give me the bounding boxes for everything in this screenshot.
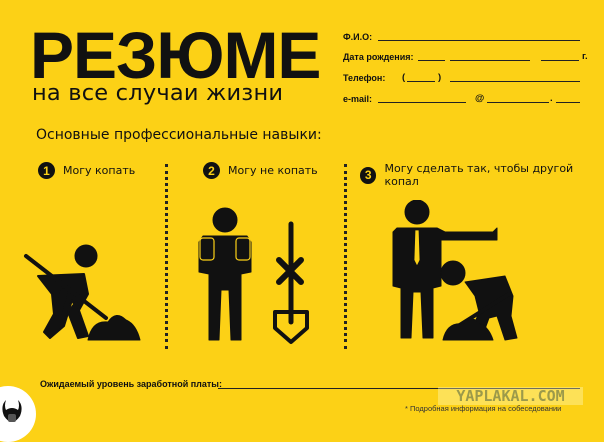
watermark: YAPLAKAL.COM xyxy=(438,387,583,405)
email-domain-line[interactable] xyxy=(487,102,549,103)
skill-1: 1 Могу копать xyxy=(38,162,135,179)
footnote: * Подробная информация на собеседовании xyxy=(405,404,562,413)
email-at: @ xyxy=(475,93,485,104)
name-field-line[interactable] xyxy=(378,40,580,41)
skills-title: Основные профессиональные навыки: xyxy=(36,127,322,143)
dotted-divider-2 xyxy=(344,164,347,349)
skill-number-badge: 3 xyxy=(360,166,377,184)
resume-title: РЕЗЮМЕ xyxy=(30,18,321,92)
site-logo xyxy=(0,386,36,442)
skill-2: 2 Могу не копать xyxy=(203,162,318,179)
email-dot: . xyxy=(550,93,553,104)
salary-label: Ожидаемый уровень заработной платы: xyxy=(40,379,222,389)
name-label: Ф.И.О: xyxy=(343,32,373,42)
horned-face-icon xyxy=(2,400,22,422)
phone-open-paren: ( xyxy=(402,72,406,83)
boss-pointing-worker-icon xyxy=(385,200,595,350)
dotted-divider-1 xyxy=(165,164,168,349)
phone-close-paren: ) xyxy=(438,72,442,83)
skill-number-badge: 2 xyxy=(203,162,220,179)
email-user-line[interactable] xyxy=(378,102,466,103)
birth-day-line[interactable] xyxy=(418,60,445,61)
skill-label: Могу не копать xyxy=(228,164,318,177)
phone-number-line[interactable] xyxy=(450,81,580,82)
skill-label: Могу сделать так, чтобы другой копал xyxy=(384,162,574,188)
resume-subtitle: на все случаи жизни xyxy=(32,80,284,106)
phone-label: Телефон: xyxy=(343,73,386,83)
skill-number-badge: 1 xyxy=(38,162,55,179)
phone-code-line[interactable] xyxy=(407,81,435,82)
skill-label: Могу копать xyxy=(63,164,136,177)
birth-year-line[interactable] xyxy=(541,60,579,61)
birth-month-line[interactable] xyxy=(450,60,530,61)
year-suffix: г. xyxy=(582,51,588,62)
salary-field-line[interactable] xyxy=(218,388,580,389)
email-label: e-mail: xyxy=(343,94,373,104)
stop-hands-no-shovel-icon xyxy=(195,202,325,352)
birth-date-label: Дата рождения: xyxy=(343,52,414,62)
email-tld-line[interactable] xyxy=(556,102,580,103)
skill-3: 3 Могу сделать так, чтобы другой копал xyxy=(360,162,604,188)
digging-worker-icon xyxy=(18,200,148,350)
